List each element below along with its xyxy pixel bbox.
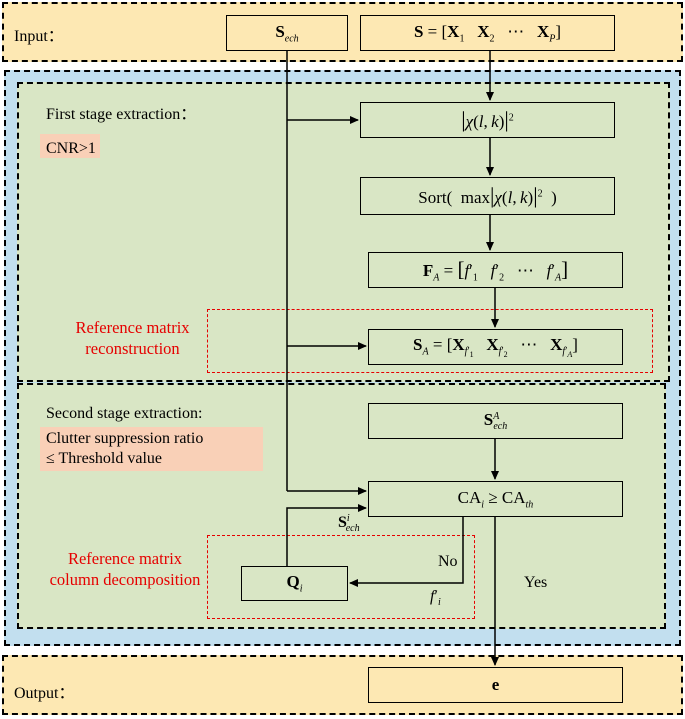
decision-no-label: No: [438, 553, 458, 570]
s-ech-a-formula: SAech: [483, 409, 508, 433]
sa-formula: SA = [Xf′1 Xf′2 ⋯ Xf′A]: [413, 334, 578, 360]
input-label: Input：: [14, 28, 64, 45]
fa-formula: FA = [f′1 f′2 ⋯ f′A]: [422, 256, 569, 284]
sort-box: Sort( max|χ(l, k)|2 ): [360, 177, 615, 215]
decomposition-line2: column decomposition: [49, 570, 201, 590]
reconstruction-line1: Reference matrix: [75, 318, 190, 337]
first-stage-title: First stage extraction：: [46, 106, 197, 123]
reconstruction-line2: reconstruction: [85, 339, 180, 359]
stage2-condition: Clutter suppression ratio ≤ Threshold va…: [40, 427, 263, 471]
qi-box: Qi: [241, 566, 348, 601]
decomposition-highlight: [207, 535, 475, 619]
s-ech-input-box: Sech: [226, 15, 348, 51]
decomposition-line1: Reference matrix: [67, 549, 183, 568]
ca-decision-box: CAi ≥ CAth: [368, 481, 623, 517]
s-ech-formula: Sech: [275, 21, 299, 45]
no-branch-arrow: [349, 517, 464, 587]
cnr-condition: CNR>1: [40, 134, 100, 158]
decision-yes-label: Yes: [524, 574, 548, 591]
reconstruction-annotation: Reference matrix reconstruction: [40, 317, 225, 360]
sort-formula: Sort( max|χ(l, k)|2 ): [418, 183, 557, 208]
decomposition-annotation: Reference matrix column decomposition: [30, 548, 220, 591]
s-ech-i-formula: Siech: [338, 513, 360, 535]
output-e-box: e: [368, 667, 623, 703]
e-formula: e: [491, 675, 500, 694]
s-matrix-input-box: S = [X1 X2 ⋯ XP]: [360, 15, 615, 51]
ambiguity-box: |χ(l, k)|2: [360, 102, 615, 138]
q-feedback-arrow: [286, 504, 367, 566]
fa-box: FA = [f′1 f′2 ⋯ f′A]: [368, 252, 623, 288]
stage2-condition-line2: ≤ Threshold value: [46, 450, 163, 467]
qi-formula: Qi: [286, 572, 303, 595]
ambiguity-formula: |χ(l, k)|2: [461, 107, 514, 132]
s-ech-a-box: SAech: [368, 403, 623, 439]
s-ech-i-edge-label: Siech: [338, 513, 360, 534]
ca-condition-formula: CAi ≥ CAth: [457, 487, 534, 511]
s-matrix-formula: S = [X1 X2 ⋯ XP]: [413, 21, 562, 45]
fi-formula: f′i: [430, 588, 441, 609]
second-stage-title: Second stage extraction:: [46, 405, 203, 422]
fi-edge-label: f′i: [430, 588, 441, 608]
output-label: Output：: [14, 685, 75, 702]
sa-box: SA = [Xf′1 Xf′2 ⋯ Xf′A]: [368, 329, 623, 365]
reconstruction-highlight: [207, 309, 653, 373]
stage2-condition-line1: Clutter suppression ratio: [46, 430, 204, 447]
